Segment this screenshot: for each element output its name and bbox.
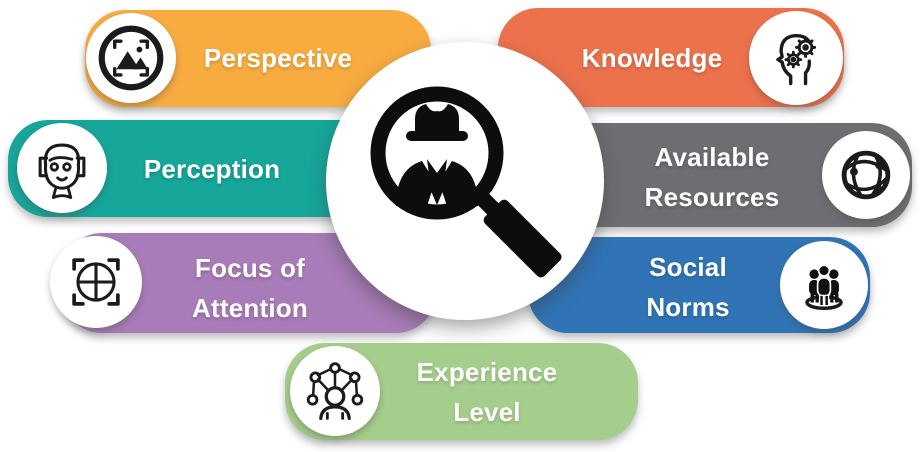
label-line: Experience [416,357,558,387]
icon-badge-knowledge [749,11,843,105]
label-line: Attention [192,293,308,323]
image-viewfinder-icon [98,25,164,91]
label-line: Perspective [203,43,353,73]
icon-badge-experience-level [290,346,380,436]
label-line: Social [649,252,727,282]
label-line: Level [453,397,521,427]
icon-badge-social-norms [780,241,868,329]
person-network-icon [306,362,364,420]
bar-available-resources-label: Available Resources [645,137,780,217]
globe-network-icon [841,150,891,200]
bar-perception-label: Perception [144,149,280,189]
label-line: Focus of [195,253,305,283]
crosshair-target-icon [72,258,120,306]
head-gears-icon [776,33,817,86]
label-line: Perception [143,154,281,184]
bar-experience-level-label: Experience Level [417,352,558,432]
bar-perspective-label: Perspective [204,38,352,78]
people-group-icon [805,264,843,310]
bar-knowledge-label: Knowledge [582,38,722,78]
label-line: Norms [646,292,730,322]
detective-magnifier-icon [370,86,562,278]
icon-badge-perception [17,123,107,213]
label-line: Knowledge [581,43,723,73]
icon-badge-available-resources [822,131,910,219]
center-circle [326,42,604,320]
face-scan-icon [38,143,86,199]
bar-social-norms-label: Social Norms [646,247,729,327]
label-line: Available [654,142,770,172]
label-line: Resources [644,182,780,212]
icon-badge-perspective [86,13,176,103]
icon-badge-focus-of-attention [50,236,142,328]
bar-focus-of-attention-label: Focus of Attention [192,248,308,328]
